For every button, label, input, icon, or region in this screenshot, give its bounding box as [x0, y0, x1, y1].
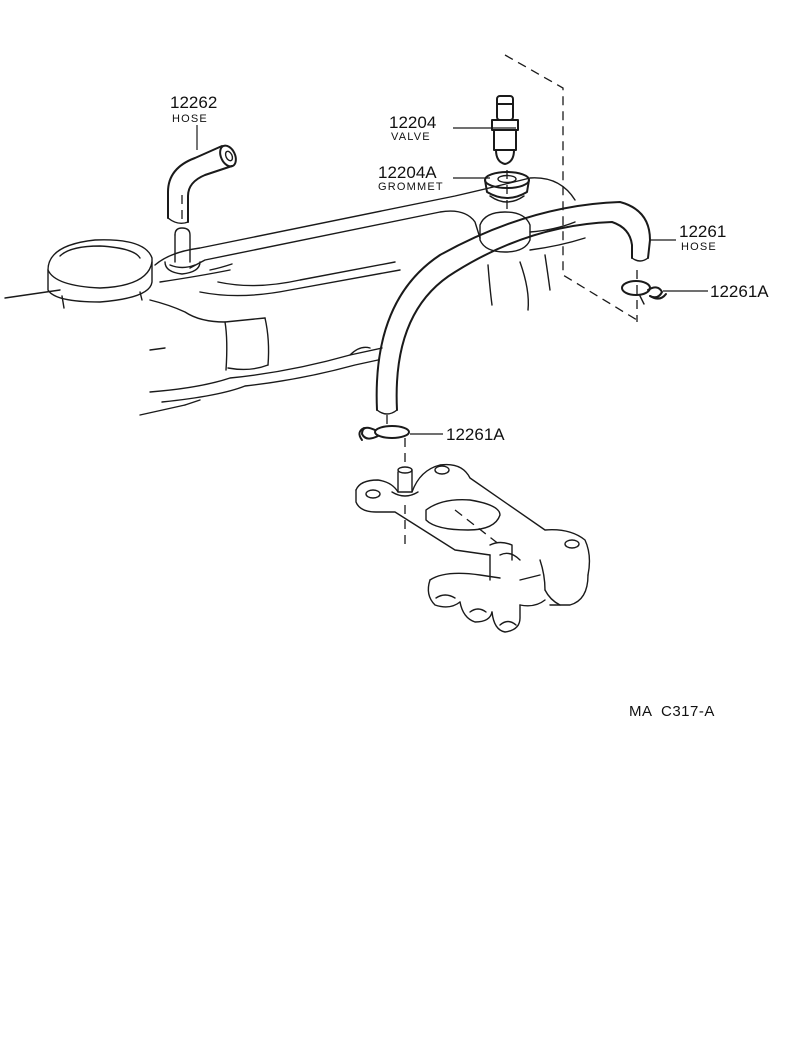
assembly-guide-lines: [181, 54, 638, 546]
part-name: HOSE: [681, 241, 717, 253]
part-name: HOSE: [172, 113, 208, 125]
part-label-12261a-lower: 12261A: [446, 425, 505, 444]
part-label-12204: 12204 VALVE: [389, 113, 436, 143]
part-number: 12261A: [710, 282, 769, 301]
part-label-12204a: 12204A GROMMET: [378, 163, 444, 193]
hose-12262-drawing: [167, 144, 237, 225]
part-name: VALVE: [391, 131, 431, 143]
part-number: 12262: [170, 93, 217, 112]
part-number: 12261: [679, 222, 726, 241]
figure-code: MA C317-A: [629, 703, 715, 720]
intake-housing-drawing: [355, 463, 591, 633]
part-number: 12204: [389, 113, 436, 132]
clamp-lower-drawing: [358, 425, 410, 441]
part-label-12262: 12262 HOSE: [170, 93, 217, 125]
clamp-right-drawing: [621, 280, 667, 305]
pcv-valve-drawing: [491, 95, 519, 165]
leader-lines: [196, 125, 708, 435]
part-number: 12204A: [378, 163, 437, 182]
part-name: GROMMET: [378, 181, 444, 193]
part-label-12261a-right: 12261A: [710, 282, 769, 301]
part-number: 12261A: [446, 425, 505, 444]
part-label-12261: 12261 HOSE: [679, 222, 726, 253]
valve-cover-drawing: [4, 177, 586, 416]
hose-12261-drawing: [375, 201, 651, 415]
